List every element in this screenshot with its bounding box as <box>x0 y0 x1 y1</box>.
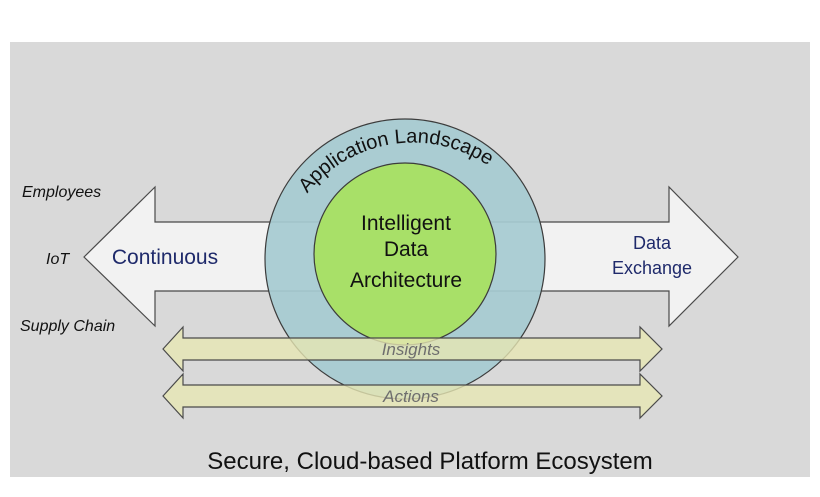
iot-label: IoT <box>46 251 70 268</box>
inner-circle-line-1: Intelligent <box>361 212 451 235</box>
insights-label: Insights <box>382 340 441 359</box>
insights-arrow <box>162 325 663 373</box>
actions-label: Actions <box>382 387 439 406</box>
ecosystem-title: Secure, Cloud-based Platform Ecosystem <box>207 448 653 475</box>
supply-chain-label: Supply Chain <box>20 318 115 335</box>
employees-label: Employees <box>22 184 101 201</box>
continuous-label: Continuous <box>112 246 218 269</box>
actions-arrow <box>162 372 663 420</box>
inner-circle-line-3: Architecture <box>350 269 462 292</box>
data-exchange-line-1: Data <box>633 233 672 253</box>
inner-circle-line-2: Data <box>384 238 429 261</box>
data-exchange-line-2: Exchange <box>612 258 692 278</box>
